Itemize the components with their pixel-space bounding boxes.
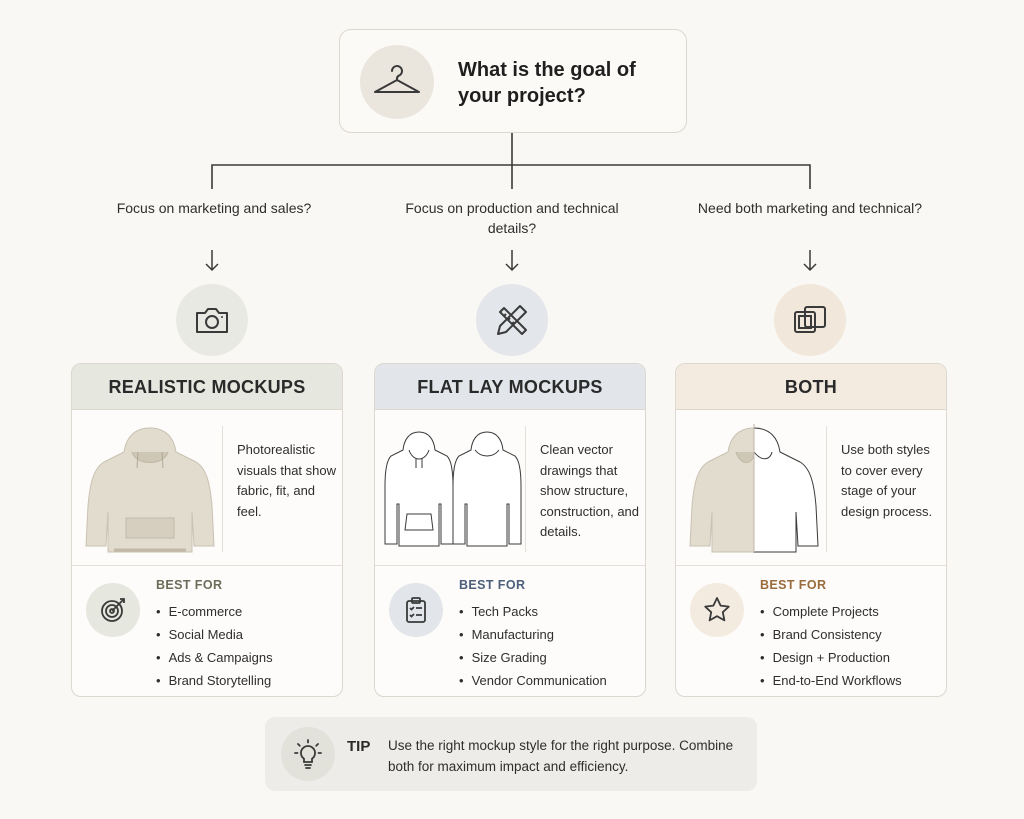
- branch-question-realistic: Focus on marketing and sales?: [116, 200, 312, 216]
- arrow-down-icon: [205, 250, 219, 272]
- card-description: Clean vector drawings that show structur…: [540, 442, 640, 539]
- list-item: Complete Projects: [760, 600, 902, 623]
- pencil-ruler-icon: [476, 284, 548, 356]
- best-for-list: Tech Packs Manufacturing Size Grading Ve…: [459, 600, 607, 692]
- star-icon: [690, 583, 744, 637]
- divider: [222, 426, 223, 552]
- divider: [525, 426, 526, 552]
- best-for-list: Complete Projects Brand Consistency Desi…: [760, 600, 902, 692]
- divider: [676, 565, 946, 566]
- root-question-text: What is the goal of your project?: [458, 59, 636, 107]
- list-item: Vendor Communication: [459, 669, 607, 692]
- arrow-down-icon: [803, 250, 817, 272]
- tip-text: Use the right mockup style for the right…: [388, 738, 734, 774]
- best-for-label: BEST FOR: [156, 578, 223, 592]
- branch-question-flat: Focus on production and technical detail…: [405, 200, 619, 236]
- best-for-label: BEST FOR: [760, 578, 827, 592]
- arrow-down-icon: [505, 250, 519, 272]
- list-item: E-commerce: [156, 600, 273, 623]
- branch-question-both: Need both marketing and technical?: [697, 200, 923, 216]
- tip-box: TIP Use the right mockup style for the r…: [265, 717, 757, 791]
- list-item: Brand Consistency: [760, 623, 902, 646]
- card-title: BOTH: [676, 364, 946, 410]
- list-item: End-to-End Workflows: [760, 669, 902, 692]
- divider: [826, 426, 827, 552]
- list-item: Size Grading: [459, 646, 607, 669]
- list-item: Manufacturing: [459, 623, 607, 646]
- overlapping-squares-icon: [774, 284, 846, 356]
- photorealistic-hoodie-image: [85, 427, 215, 553]
- split-hoodie-image: [689, 424, 819, 553]
- list-item: Tech Packs: [459, 600, 607, 623]
- flat-hoodie-drawing: [384, 431, 522, 547]
- list-item: Social Media: [156, 623, 273, 646]
- camera-icon: [176, 284, 248, 356]
- list-item: Design + Production: [760, 646, 902, 669]
- card-description: Photorealistic visuals that show fabric,…: [237, 442, 336, 519]
- card-description: Use both styles to cover every stage of …: [841, 442, 933, 519]
- root-question-box: What is the goal of your project?: [339, 29, 687, 133]
- hanger-icon: [360, 45, 434, 119]
- card-flat-lay-mockups: FLAT LAY MOCKUPS Clean vector drawings t…: [374, 363, 646, 697]
- lightbulb-icon: [281, 727, 335, 781]
- card-title: REALISTIC MOCKUPS: [72, 364, 342, 410]
- list-item: Ads & Campaigns: [156, 646, 273, 669]
- target-icon: [86, 583, 140, 637]
- card-realistic-mockups: REALISTIC MOCKUPS Photorealistic visuals…: [71, 363, 343, 697]
- card-both: BOTH Use both styles to cover every stag…: [675, 363, 947, 697]
- best-for-list: E-commerce Social Media Ads & Campaigns …: [156, 600, 273, 692]
- divider: [375, 565, 645, 566]
- list-item: Brand Storytelling: [156, 669, 273, 692]
- best-for-label: BEST FOR: [459, 578, 526, 592]
- tip-label: TIP: [347, 738, 371, 755]
- divider: [72, 565, 342, 566]
- card-title: FLAT LAY MOCKUPS: [375, 364, 645, 410]
- clipboard-checklist-icon: [389, 583, 443, 637]
